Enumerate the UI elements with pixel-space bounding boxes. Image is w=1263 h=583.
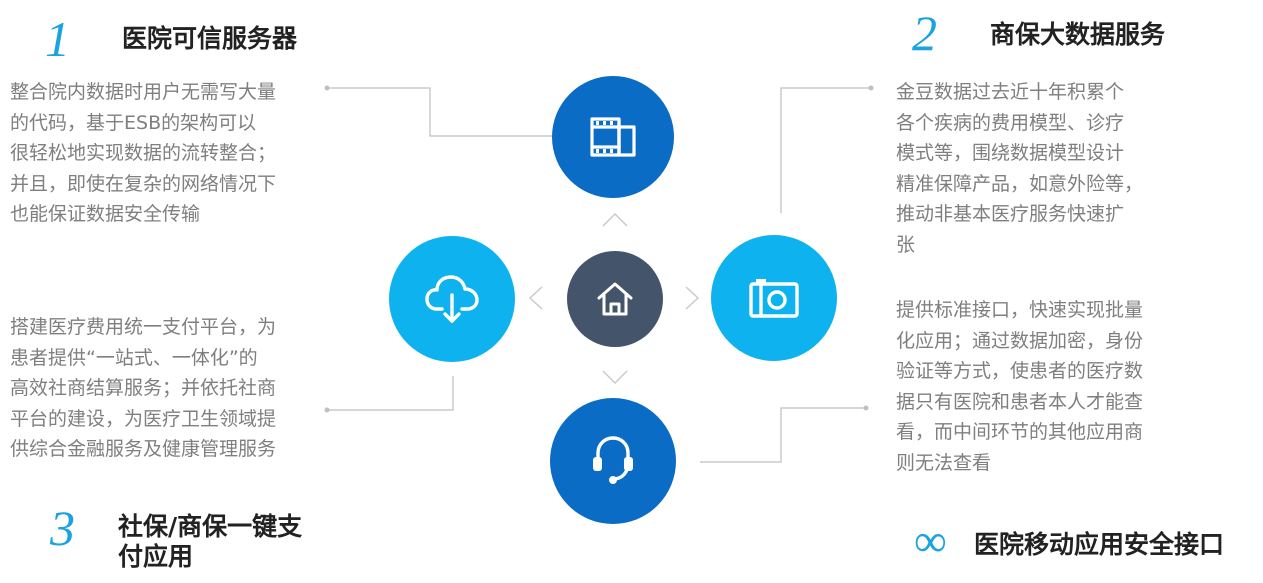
chevron-right-icon xyxy=(685,286,700,310)
chevron-down-icon xyxy=(602,370,628,384)
circle-top xyxy=(552,76,674,198)
chevron-left-icon xyxy=(528,286,543,310)
section-1-title: 医院可信服务器 xyxy=(122,24,298,53)
circle-center xyxy=(567,251,663,347)
section-4-title: 医院移动应用安全接口 xyxy=(974,530,1225,559)
section-1-number: 1 xyxy=(45,11,70,67)
connector-bottom-right xyxy=(700,407,866,463)
section-3-description: 搭建医疗费用统一支付平台，为 患者提供“一站式、一体化”的 高效社商结算服务；并… xyxy=(10,316,277,461)
section-2-description: 金豆数据过去近十年积累个 各个疾病的费用模型、诊疗 模式等，围绕数据模型设计 精… xyxy=(896,81,1144,256)
section-2-number: 2 xyxy=(912,5,937,61)
connector-top-left xyxy=(327,87,552,137)
connector-top-right xyxy=(780,87,871,213)
cloud-download-icon xyxy=(425,275,479,323)
section-4-description: 提供标准接口，快速实现批量 化应用；通过数据加密，身份 验证等方式，使患者的医疗… xyxy=(896,299,1144,474)
circle-right xyxy=(711,235,837,361)
home-icon xyxy=(597,282,633,316)
circle-left xyxy=(389,236,515,362)
circle-bottom xyxy=(550,398,676,524)
film-icon xyxy=(590,117,636,157)
section-1-description: 整合院内数据时用户无需写大量 的代码，基于ESB的架构可以 很轻松地实现数据的流… xyxy=(10,81,277,226)
headset-icon xyxy=(593,436,633,484)
section-3-number: 3 xyxy=(50,500,75,556)
camera-icon xyxy=(749,279,799,318)
section-4-number: ∞ xyxy=(914,515,947,566)
chevron-up-icon xyxy=(602,213,628,227)
connector-bottom-left xyxy=(327,376,454,411)
section-3-title: 社保/商保一键支 付应用 xyxy=(118,512,303,571)
section-2-title: 商保大数据服务 xyxy=(990,20,1166,49)
